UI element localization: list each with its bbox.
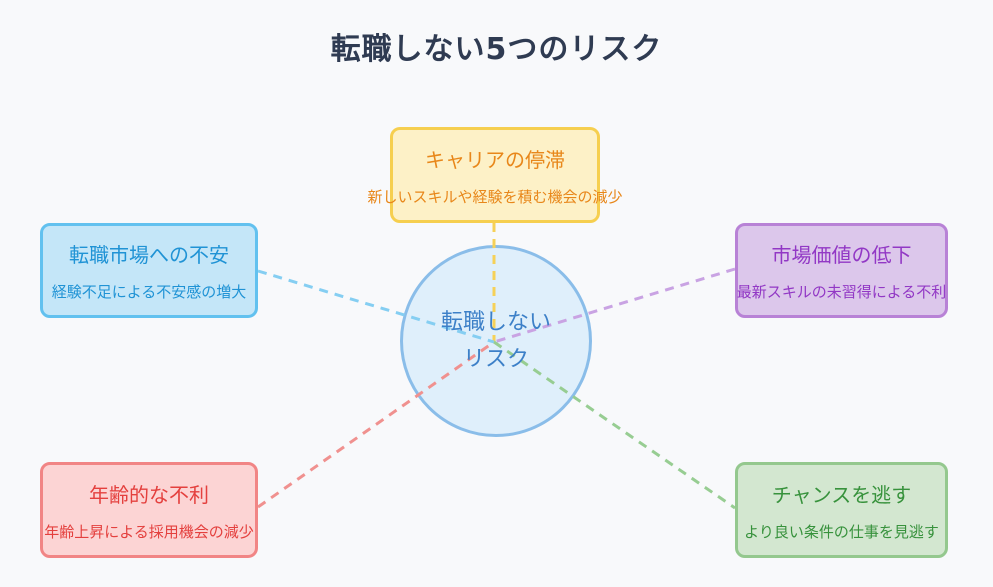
node-career-stagnation: キャリアの停滞 新しいスキルや経験を積む機会の減少 (368, 127, 623, 223)
node-missed-opportunities-subtitle: より良い条件の仕事を見逃す (744, 522, 939, 541)
page-title: 転職しない5つのリスク (330, 32, 663, 67)
node-market-value-decline-title: 市場価値の低下 (771, 243, 912, 267)
center-node-label: 転職しない リスク (400, 245, 592, 437)
node-career-stagnation-subtitle: 新しいスキルや経験を積む機会の減少 (367, 187, 623, 206)
node-market-value-decline-subtitle: 最新スキルの未習得による不利 (736, 283, 947, 301)
node-missed-opportunities-title: チャンスを逃す (771, 482, 912, 507)
node-market-anxiety-title: 転職市場への不安 (69, 243, 229, 267)
node-career-stagnation-title: キャリアの停滞 (425, 147, 565, 172)
node-market-value-decline: 市場価値の低下 最新スキルの未習得による不利 (735, 223, 948, 318)
node-market-anxiety: 転職市場への不安 経験不足による不安感の増大 (40, 223, 258, 318)
center-label-line1: 転職しない (440, 310, 551, 335)
node-missed-opportunities: チャンスを逃す より良い条件の仕事を見逃す (735, 462, 948, 558)
node-market-anxiety-subtitle: 経験不足による不安感の増大 (51, 283, 247, 301)
node-age-disadvantage-title: 年齢的な不利 (89, 482, 209, 507)
center-label-line2: リスク (462, 347, 529, 372)
node-age-disadvantage-subtitle: 年齢上昇による採用機会の減少 (44, 522, 254, 541)
node-age-disadvantage: 年齢的な不利 年齢上昇による採用機会の減少 (40, 462, 258, 558)
